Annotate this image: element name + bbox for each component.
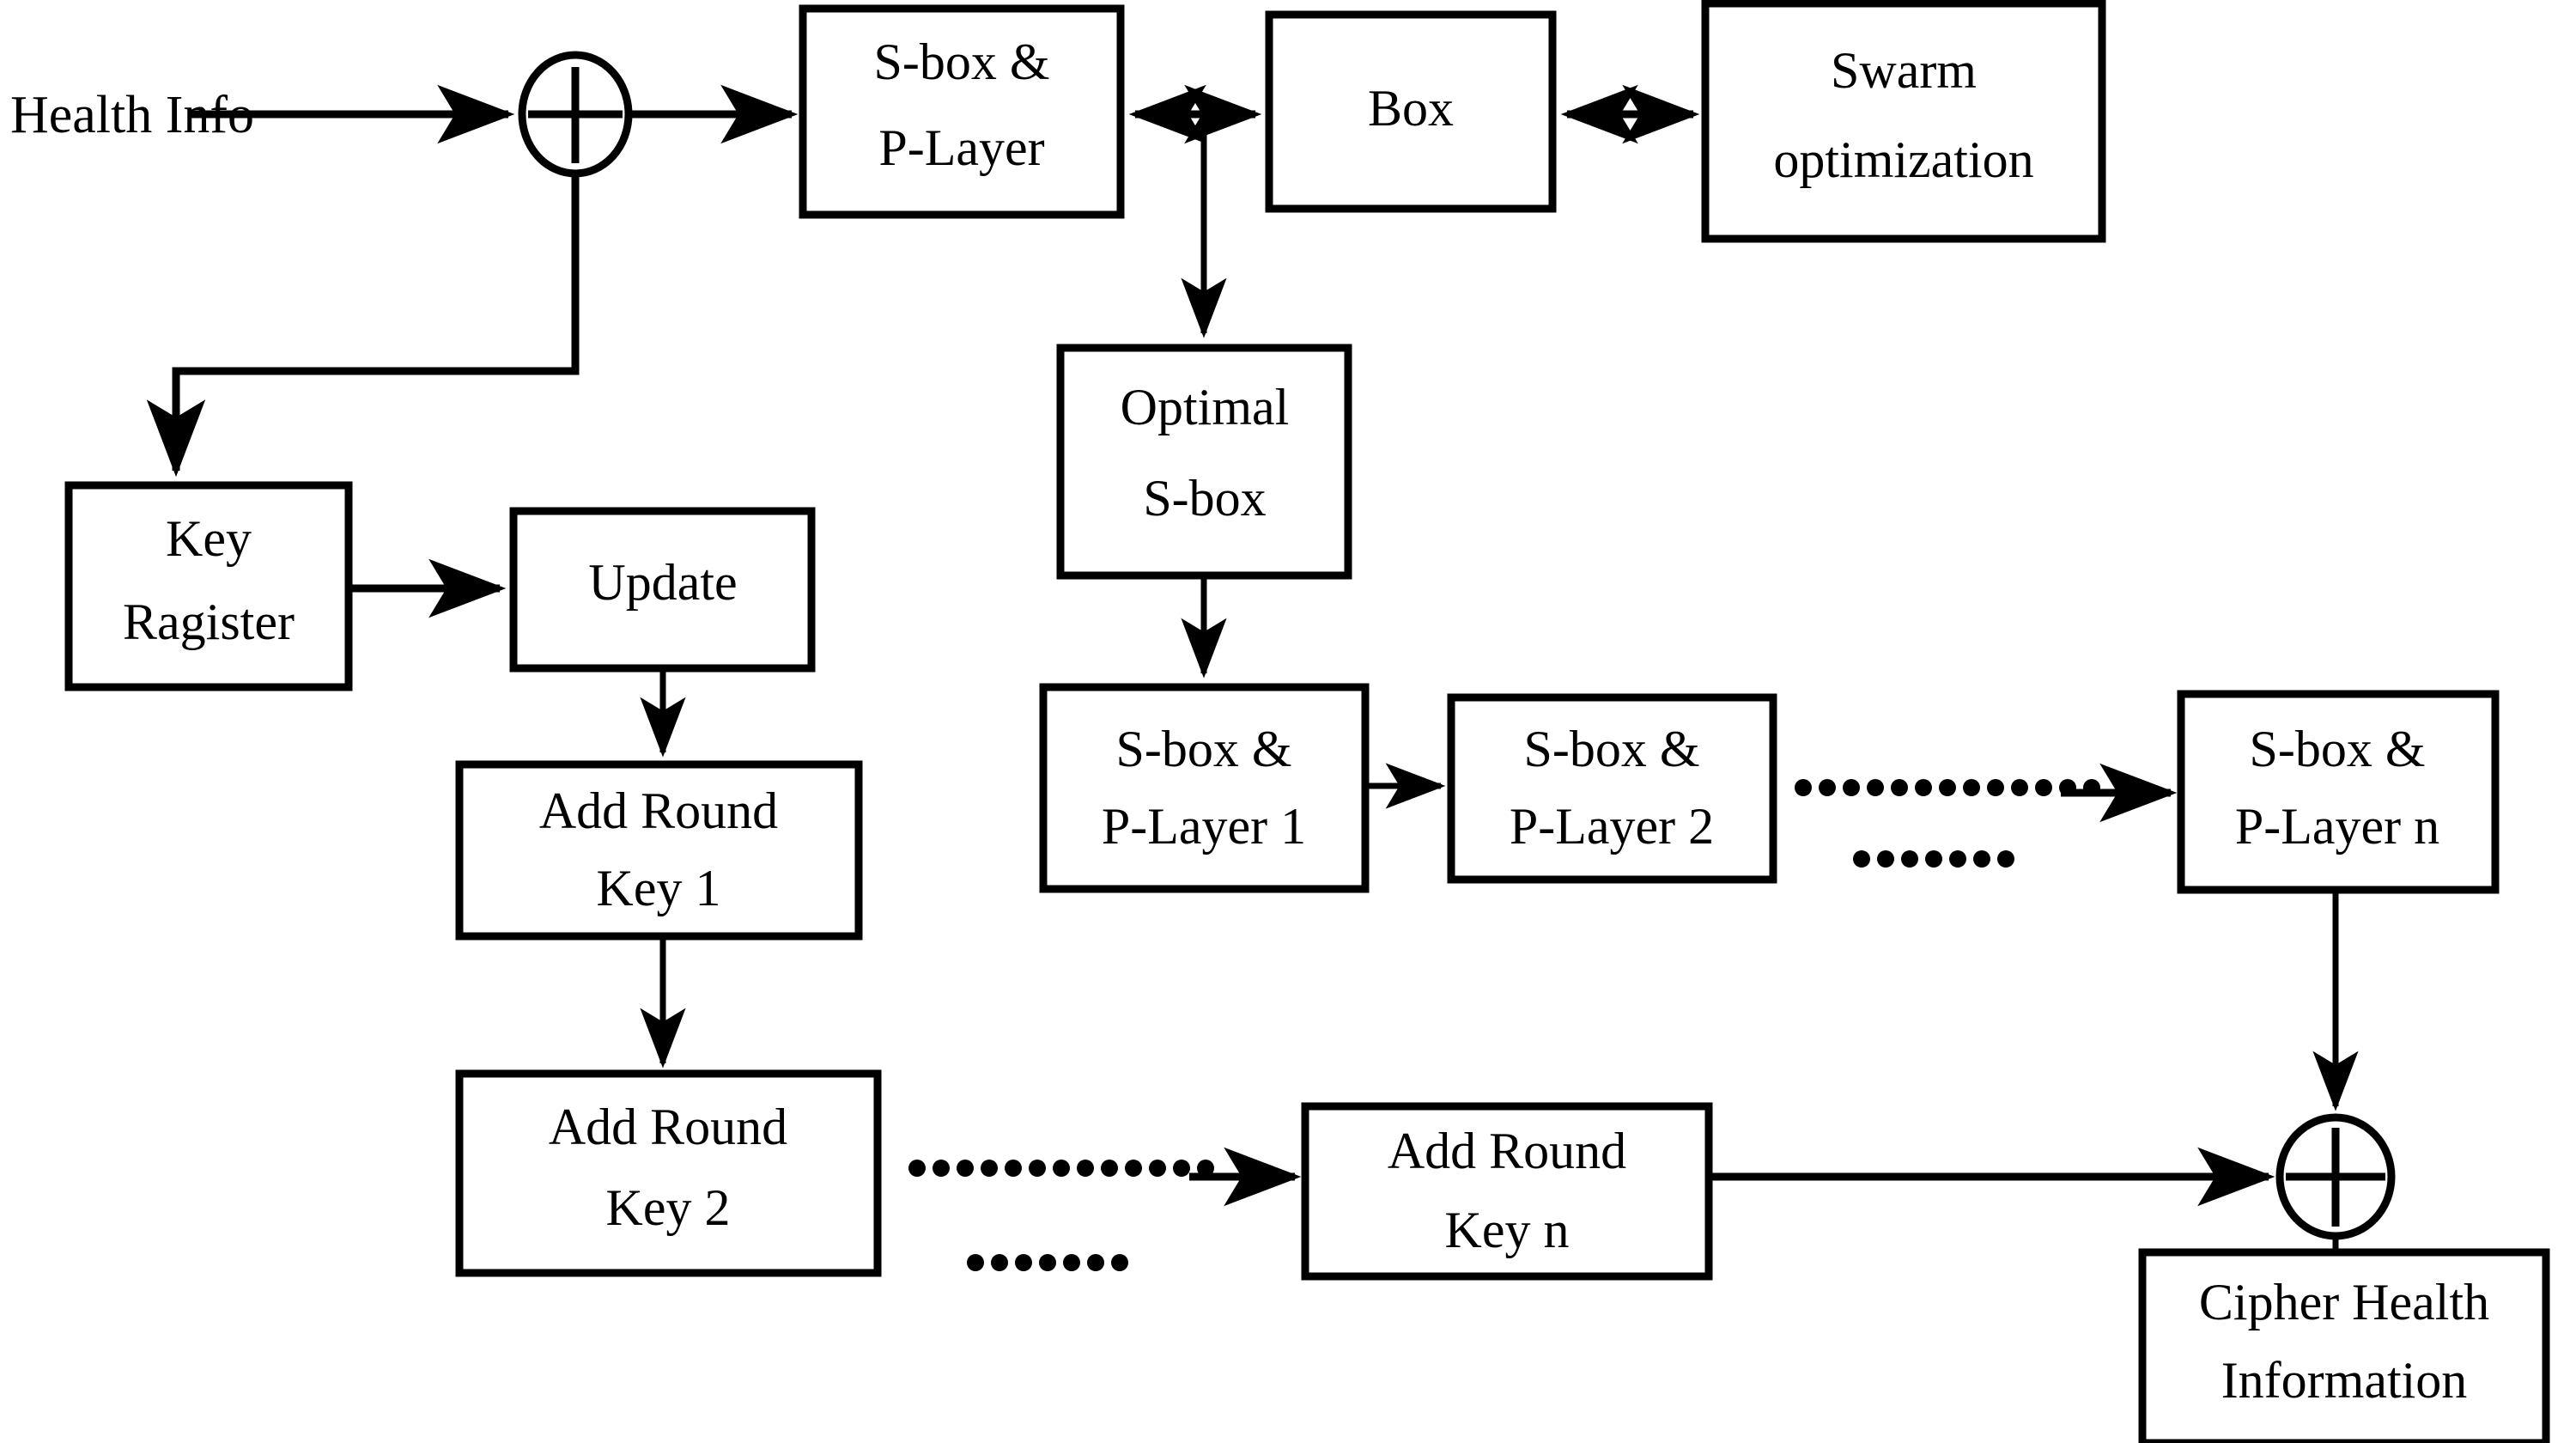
node-cipher-health-information-rect (2138, 1248, 2550, 1443)
node-optimal-sbox-line1: Optimal (1121, 379, 1290, 435)
node-optimal-sbox-line2: S-box (1143, 470, 1266, 527)
node-add-round-key-2[interactable]: Add Round Key 2 (455, 1069, 882, 1277)
node-swarm-optimization-rect (1701, 0, 2106, 243)
node-sbox-player[interactable]: S-box & P-Layer (799, 4, 1125, 219)
node-update-rect (509, 507, 816, 673)
node-add-round-key-2-line1: Add Round (549, 1099, 787, 1155)
node-add-round-key-n-rect (1301, 1102, 1713, 1281)
edge-xor-to-key-ragister (146, 174, 580, 478)
node-add-round-key-2-line2: Key 2 (606, 1179, 731, 1236)
node-cipher-health-information[interactable]: Cipher Health Information (2138, 1248, 2550, 1443)
node-box-rect (1265, 10, 1557, 213)
node-box-line1: Box (1368, 80, 1454, 137)
node-update-line1: Update (588, 554, 737, 611)
node-add-round-key-1-line1: Add Round (539, 782, 778, 839)
node-sbox-player-n[interactable]: S-box & P-Layer n (2177, 690, 2500, 894)
health-info-label: Health Info (10, 86, 254, 144)
ellipsis-round-key-upper (908, 1160, 1214, 1177)
xor-output-operator[interactable] (2275, 1113, 2396, 1240)
node-sbox-player-2[interactable]: S-box & P-Layer 2 (1447, 693, 1777, 884)
node-sbox-player-n-line1: S-box & (2249, 721, 2425, 777)
node-add-round-key-1-rect (455, 760, 863, 941)
node-add-round-key-n-line1: Add Round (1388, 1123, 1626, 1179)
node-sbox-player-n-rect (2177, 690, 2500, 894)
node-cipher-health-information-line2: Information (2221, 1352, 2468, 1409)
node-sbox-player-line2: P-Layer (878, 119, 1044, 176)
node-optimal-sbox-rect (1056, 344, 1352, 580)
node-cipher-health-information-line1: Cipher Health (2199, 1274, 2489, 1330)
node-sbox-player-n-line2: P-Layer n (2235, 798, 2439, 855)
node-add-round-key-2-rect (455, 1069, 882, 1277)
node-sbox-player-rect (799, 4, 1125, 219)
node-swarm-optimization-line1: Swarm (1831, 42, 1977, 99)
node-swarm-optimization-line2: optimization (1773, 131, 2033, 188)
node-sbox-player-2-line1: S-box & (1523, 721, 1699, 777)
node-sbox-player-1-line1: S-box & (1115, 721, 1291, 777)
node-key-ragister-rect (64, 481, 353, 691)
ellipsis-round-key-lower (967, 1254, 1128, 1271)
node-sbox-player-1[interactable]: S-box & P-Layer 1 (1039, 683, 1370, 893)
node-swarm-optimization[interactable]: Swarm optimization (1701, 0, 2106, 243)
node-key-ragister-line1: Key (166, 510, 252, 567)
node-update[interactable]: Update (509, 507, 816, 673)
node-key-ragister[interactable]: Key Ragister (64, 481, 353, 691)
node-add-round-key-1[interactable]: Add Round Key 1 (455, 760, 863, 941)
node-sbox-player-1-line2: P-Layer 1 (1102, 798, 1306, 855)
node-add-round-key-n[interactable]: Add Round Key n (1301, 1102, 1713, 1281)
node-optimal-sbox[interactable]: Optimal S-box (1056, 344, 1352, 580)
ellipsis-sbox-lower (1853, 850, 2014, 868)
node-box[interactable]: Box (1265, 10, 1557, 213)
ellipsis-sbox-upper (1795, 779, 2100, 796)
node-sbox-player-1-rect (1039, 683, 1370, 893)
node-sbox-player-2-line2: P-Layer 2 (1510, 798, 1714, 855)
node-add-round-key-n-line2: Key n (1445, 1202, 1570, 1258)
node-add-round-key-1-line2: Key 1 (597, 860, 721, 916)
node-sbox-player-2-rect (1447, 693, 1777, 884)
node-key-ragister-line2: Ragister (123, 594, 295, 650)
xor-input-operator[interactable] (518, 51, 633, 178)
node-sbox-player-line1: S-box & (873, 33, 1049, 90)
